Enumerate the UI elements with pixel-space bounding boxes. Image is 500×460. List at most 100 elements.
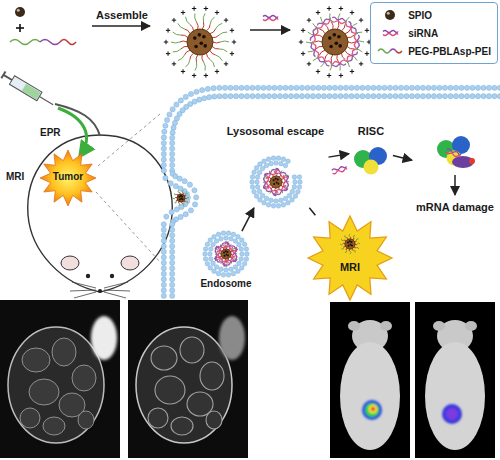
nanoparticle <box>262 167 288 196</box>
drawing-part <box>204 62 206 71</box>
drawing-part <box>332 168 347 174</box>
drawing-part <box>257 198 262 203</box>
lipid-bead <box>170 157 175 162</box>
drawing-part <box>383 31 398 33</box>
drawing-part <box>446 408 458 420</box>
drawing-part <box>318 20 332 29</box>
drawing-part <box>185 29 191 34</box>
lipid-bead <box>228 85 233 90</box>
lipid-bead <box>161 146 166 151</box>
drawing-part <box>297 180 302 185</box>
drawing-part <box>345 235 347 237</box>
drawing-part <box>17 9 20 12</box>
lipid-bead <box>321 94 326 99</box>
drawing-part <box>194 6 195 10</box>
lipid-bead <box>398 94 403 99</box>
drawing-part <box>316 57 330 66</box>
drawing-part <box>255 175 260 180</box>
drawing-part <box>236 269 241 274</box>
lipid-bead <box>371 85 376 90</box>
drawing-part <box>151 346 177 370</box>
drawing-part <box>270 176 282 188</box>
node-label: MRI <box>340 261 360 274</box>
lipid-bead <box>404 94 409 99</box>
lipid-bead <box>453 85 458 90</box>
tumor-signal <box>219 316 245 360</box>
drawing-part <box>173 18 174 22</box>
lipid-bead <box>305 94 310 99</box>
drawing-part <box>315 41 322 42</box>
drawing-part <box>223 252 225 254</box>
drawing-part <box>387 12 390 15</box>
drawing-part <box>229 267 234 272</box>
lipid-bead <box>168 181 173 186</box>
lipid-bead <box>233 85 238 90</box>
drawing-part <box>278 198 283 203</box>
scan-organs <box>20 338 96 435</box>
plus-symbol <box>181 10 185 14</box>
legend-sample <box>377 44 403 58</box>
node-label: Endosome <box>200 278 251 290</box>
drawing-part <box>216 258 219 260</box>
escape-vesicle: Lysosomal escape <box>224 125 328 207</box>
lipid-bead <box>349 94 354 99</box>
drawing-part <box>181 35 188 38</box>
lipid-bead <box>332 94 337 99</box>
drawing-part <box>207 25 211 31</box>
lipid-bead <box>437 85 442 90</box>
drawing-part <box>292 175 297 180</box>
lipid-bead <box>161 282 166 287</box>
lipid-bead <box>343 94 348 99</box>
drawing-part <box>342 53 346 59</box>
drawing-part <box>171 42 180 43</box>
drawing-part <box>173 32 181 35</box>
nanoparticle <box>173 190 189 205</box>
drawing-part <box>396 51 402 53</box>
drawing-part <box>378 49 390 53</box>
lipid-bead <box>261 85 266 90</box>
drawing-part <box>348 245 350 247</box>
spio-symbol <box>385 10 395 20</box>
drawing-part <box>325 53 329 59</box>
drawing-part <box>208 252 213 257</box>
polymer-chain <box>10 40 76 45</box>
drawing-part <box>221 273 226 278</box>
sirna-symbol <box>273 168 288 180</box>
mri-star-shape <box>308 216 392 300</box>
nanoparticle <box>214 241 239 268</box>
drawing-part <box>22 348 50 372</box>
plus-symbol <box>230 28 234 32</box>
drawing-part <box>285 159 290 164</box>
lipid-bead <box>486 94 491 99</box>
legend-text: siRNA <box>408 28 438 39</box>
drawing-part <box>357 35 359 50</box>
lipid-bead <box>164 214 169 219</box>
lipid-bead <box>169 209 174 214</box>
lipid-bead <box>365 85 370 90</box>
drawing-part <box>283 186 286 188</box>
drawing-part <box>255 185 260 190</box>
drawing-part <box>320 29 326 34</box>
plus-symbol <box>327 6 331 10</box>
mouse-ear <box>433 321 445 331</box>
drawing-part <box>250 185 255 190</box>
assemble-arrow <box>92 25 150 27</box>
lipid-bead <box>170 277 175 282</box>
lipid-bead <box>239 85 244 90</box>
drawing-part <box>273 183 275 185</box>
sirna-symbol <box>331 17 347 25</box>
scan-ground <box>0 300 120 458</box>
drawing-part <box>212 234 217 239</box>
drawing-part <box>383 34 398 36</box>
plus-symbol <box>166 51 170 55</box>
mri-star: MRI <box>308 216 392 300</box>
drawing-part <box>196 55 198 62</box>
drawing-part <box>220 41 229 42</box>
drawing-part <box>266 174 268 189</box>
drawing-part <box>155 376 185 404</box>
mrna-damage: mRNA damage <box>413 125 497 217</box>
lipid-bead <box>310 94 315 99</box>
drawing-part <box>276 204 281 209</box>
syringe <box>1 71 56 109</box>
drawing-part <box>276 179 278 181</box>
